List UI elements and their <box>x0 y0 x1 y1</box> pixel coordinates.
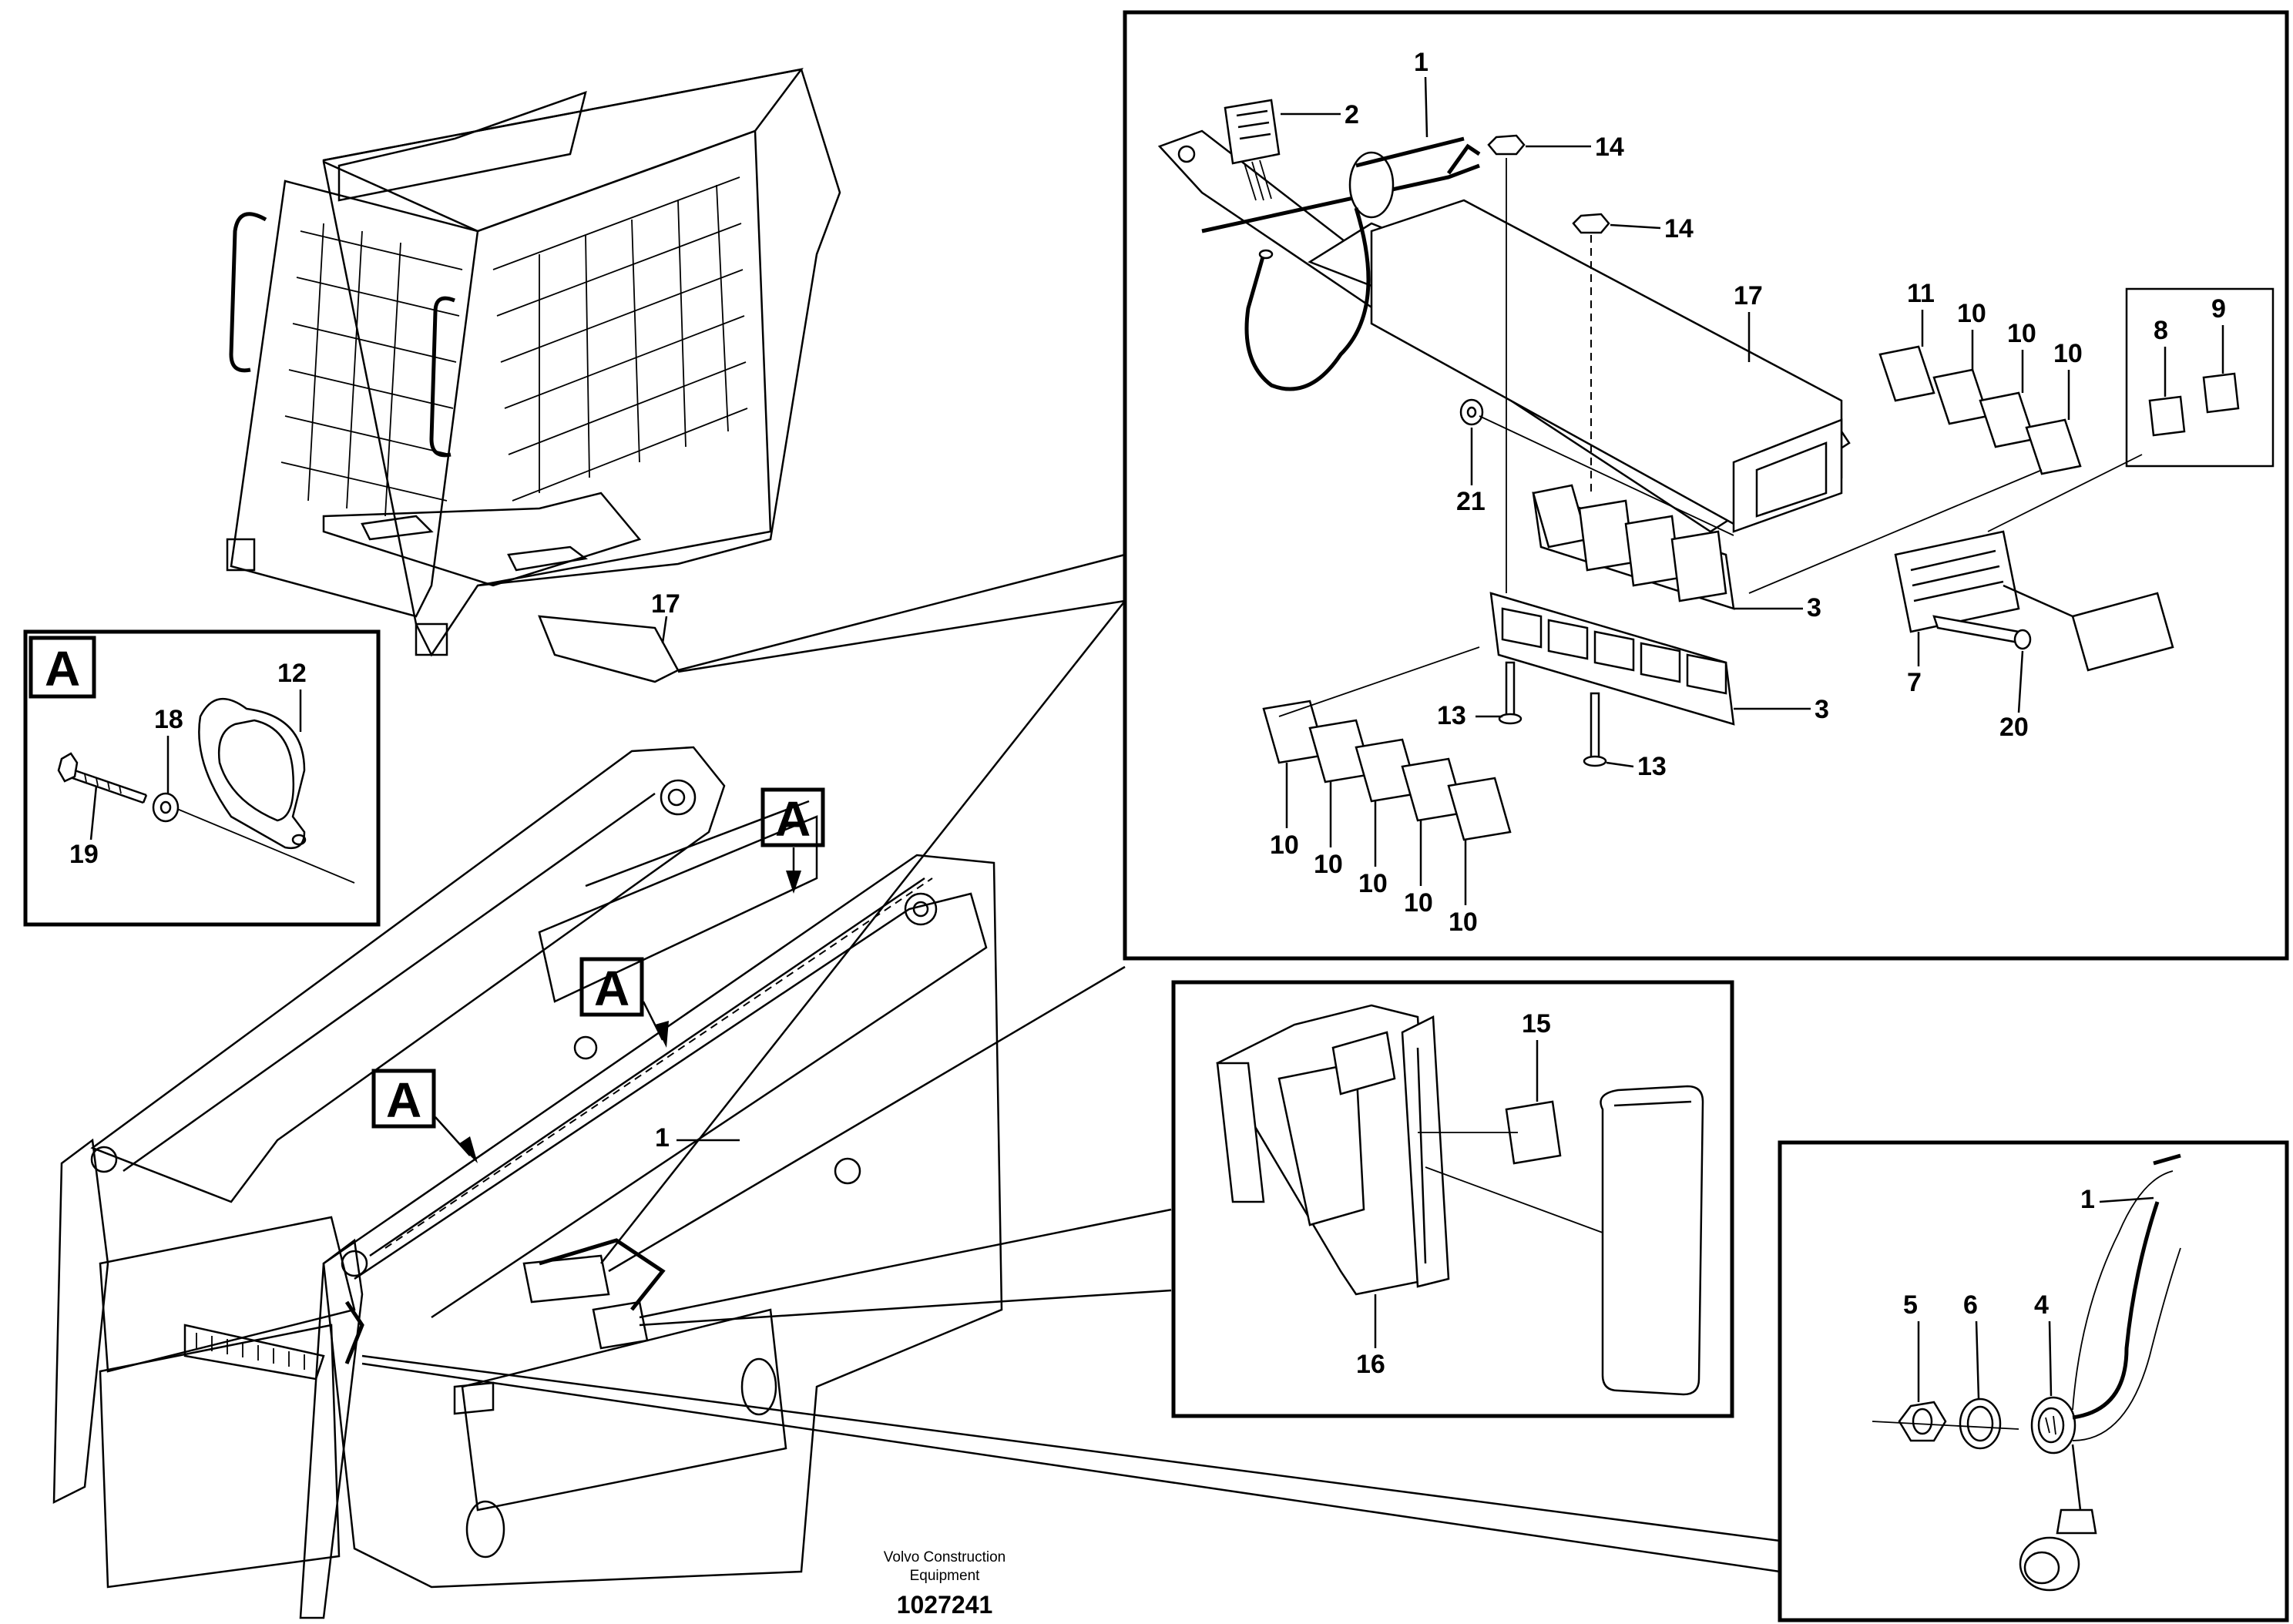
main-label-3a: 3 <box>1807 593 1821 622</box>
main-label-10h: 10 <box>1449 908 1478 937</box>
main-label-10g: 10 <box>1404 888 1433 918</box>
svg-text:A: A <box>594 961 629 1016</box>
svg-text:A: A <box>775 791 811 847</box>
footer-drawing-number: 1027241 <box>897 1591 993 1619</box>
connector-assembly <box>1872 1153 2181 1592</box>
cab-label-17: 17 <box>651 589 680 619</box>
relays-top-right <box>1878 345 2082 475</box>
main-label-10f: 10 <box>1358 869 1388 898</box>
main-label-13b: 13 <box>1637 752 1667 781</box>
main-label-20: 20 <box>1999 713 2029 742</box>
detail-a-tag <box>29 636 96 699</box>
fuse-detail-frame <box>1171 980 1734 1418</box>
fuse-holder-assembly <box>1216 1004 1704 1396</box>
main-label-21: 21 <box>1456 487 1486 516</box>
main-label-2: 2 <box>1345 100 1359 129</box>
main-label-10e: 10 <box>1314 850 1343 879</box>
footer-company-line1: Volvo Construction <box>884 1549 1005 1565</box>
connector-label-4: 4 <box>2034 1290 2049 1320</box>
main-label-10d: 10 <box>1270 830 1299 860</box>
main-label-7: 7 <box>1907 668 1922 697</box>
main-label-11: 11 <box>1907 279 1935 308</box>
connector-label-6: 6 <box>1963 1290 1978 1320</box>
main-label-8: 8 <box>2154 316 2168 345</box>
connector-label-5: 5 <box>1903 1290 1918 1320</box>
main-detail-frame <box>1123 10 2289 961</box>
main-label-13a: 13 <box>1437 701 1466 730</box>
detail-a-label-12: 12 <box>277 659 307 688</box>
fuse-label-15: 15 <box>1522 1009 1551 1038</box>
connector-label-1: 1 <box>2080 1185 2095 1214</box>
main-label-9: 9 <box>2211 294 2226 324</box>
detail-a-parts <box>57 697 355 884</box>
connector-detail-frame <box>1778 1140 2289 1622</box>
control-unit-assembly <box>1157 99 2275 841</box>
callout-a-3: A <box>371 1069 478 1163</box>
detail-a-label-18: 18 <box>154 705 183 734</box>
frame-label-1: 1 <box>655 1123 670 1153</box>
main-label-1: 1 <box>1414 48 1429 77</box>
lift-arm-frame <box>52 746 1003 1619</box>
fuse-label-16: 16 <box>1356 1350 1385 1379</box>
main-label-3b: 3 <box>1815 695 1829 724</box>
relays-bottom <box>1262 700 1512 841</box>
relay-sockets-lower <box>1501 607 1727 695</box>
relay-group-upper <box>1532 484 1727 602</box>
main-label-17: 17 <box>1734 281 1763 310</box>
footer-company-line2: Equipment <box>910 1568 981 1584</box>
detail-a-letter: A <box>45 641 80 696</box>
cab-grille <box>280 176 748 517</box>
cab-illustration <box>226 68 841 683</box>
detail-a-label-19: 19 <box>69 840 99 869</box>
callout-a-1: A <box>760 787 825 894</box>
svg-text:A: A <box>386 1072 421 1128</box>
callout-a-2: A <box>579 957 669 1048</box>
main-label-10c: 10 <box>2053 339 2083 368</box>
main-label-14a: 14 <box>1595 133 1624 162</box>
detail-a-frame <box>23 629 381 927</box>
main-label-10a: 10 <box>1957 299 1986 328</box>
main-label-10b: 10 <box>2007 319 2036 348</box>
main-label-14b: 14 <box>1664 214 1694 243</box>
